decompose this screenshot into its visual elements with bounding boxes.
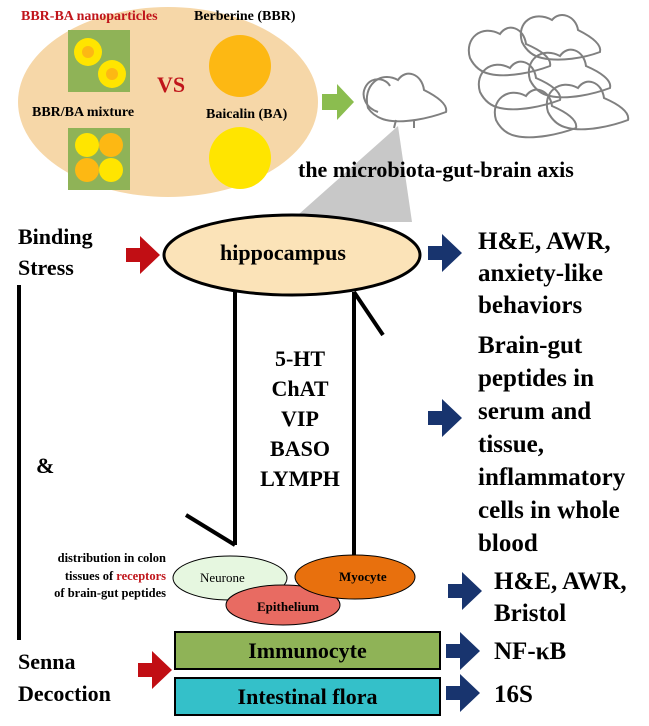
axis-cone [290,126,412,222]
nanoparticle-core-2 [106,68,118,80]
mixture-dot-2 [99,133,123,157]
colon-caption-receptors: receptors [116,568,166,583]
outcome-colon-line-2: Bristol [494,599,567,627]
vs-label: VS [157,72,186,97]
outcome-serum-line-3: serum and [478,398,592,425]
navy-arrow-serum [428,399,462,437]
marker-list: 5-HT ChAT VIP BASO LYMPH [250,344,350,494]
marker-baso: BASO [270,435,330,461]
flora-label: Intestinal flora [237,684,378,709]
mixture-label: BBR/BA mixture [32,105,135,120]
colon-caption: distribution in colon tissues of recepto… [34,550,166,603]
up-pathway [352,290,385,558]
neurone-label: Neurone [200,570,245,585]
colon-caption-line-2: tissues of receptors [34,568,166,586]
colon-caption-tissues: tissues of [64,568,117,583]
outcome-serum-line-6: cells in whole [478,497,620,524]
outcome-immunocyte: NF-κB [494,638,567,665]
outcome-serum-line-1: Brain-gut [478,332,583,359]
outcome-hippocampus: H&E, AWR, anxiety-like behaviors [478,226,611,322]
navy-arrow-hippocampus [428,234,462,272]
nanoparticles-label: BBR-BA nanoparticles [21,9,158,24]
navy-arrow-flora [446,674,480,712]
red-arrow-binding [126,236,160,274]
outcome-serum: Brain-gut peptides in serum and tissue, … [478,329,625,560]
hippocampus-ellipse [162,213,422,297]
stress-label: Stress [18,255,74,280]
rat-group-icon [467,14,630,139]
immunocyte-label: Immunocyte [248,638,367,663]
outcome-hippocampus-line-2: anxiety-like [478,260,603,287]
binding-label: Binding [18,224,93,249]
green-arrow [322,84,354,120]
marker-lymph: LYMPH [260,465,340,491]
outcome-colon: H&E, AWR, Bristol [494,566,627,629]
colon-caption-line-1: distribution in colon [57,551,166,565]
decoction-label: Decoction [18,681,111,706]
outcome-serum-line-4: tissue, [478,431,544,458]
down-pathway [184,292,237,547]
marker-5ht: 5-HT [274,346,326,371]
myocyte-label: Myocyte [339,569,387,584]
epithelium-label: Epithelium [257,599,320,614]
baicalin-circle [209,127,271,189]
senna-label: Senna [18,649,76,674]
myocyte-cell [294,554,416,600]
formulation-panel [18,7,318,197]
red-arrow-senna [138,651,172,689]
navy-arrow-immunocyte [446,632,480,670]
epithelium-cell [225,584,341,626]
immunocyte-bar [174,631,441,670]
outcome-hippocampus-line-3: behaviors [478,292,583,319]
marker-chat: ChAT [271,375,329,401]
nanoparticle-core-1 [82,46,94,58]
baicalin-label: Baicalin (BA) [206,107,288,122]
hippocampus-label: hippocampus [220,240,346,265]
flora-bar [174,677,441,716]
marker-vip: VIP [281,405,319,431]
mixture-dot-1 [75,133,99,157]
outcome-serum-line-7: blood [478,530,538,557]
rat-icon [362,72,448,129]
berberine-circle [209,35,271,97]
mixture-dot-4 [99,158,123,182]
outcome-serum-line-5: inflammatory [478,464,626,491]
ampersand-label: & [36,453,55,478]
outcome-flora: 16S [494,681,533,708]
mixture-square [68,128,130,190]
berberine-label: Berberine (BBR) [194,9,296,24]
axis-label: the microbiota-gut-brain axis [298,157,574,182]
navy-arrow-colon [448,572,482,610]
outcome-hippocampus-line-1: H&E, AWR, [478,228,611,255]
outcome-serum-line-2: peptides in [478,365,595,392]
mixture-dot-3 [75,158,99,182]
colon-caption-line-3: of brain-gut peptides [54,586,166,600]
outcome-colon-line-1: H&E, AWR, [494,568,627,595]
